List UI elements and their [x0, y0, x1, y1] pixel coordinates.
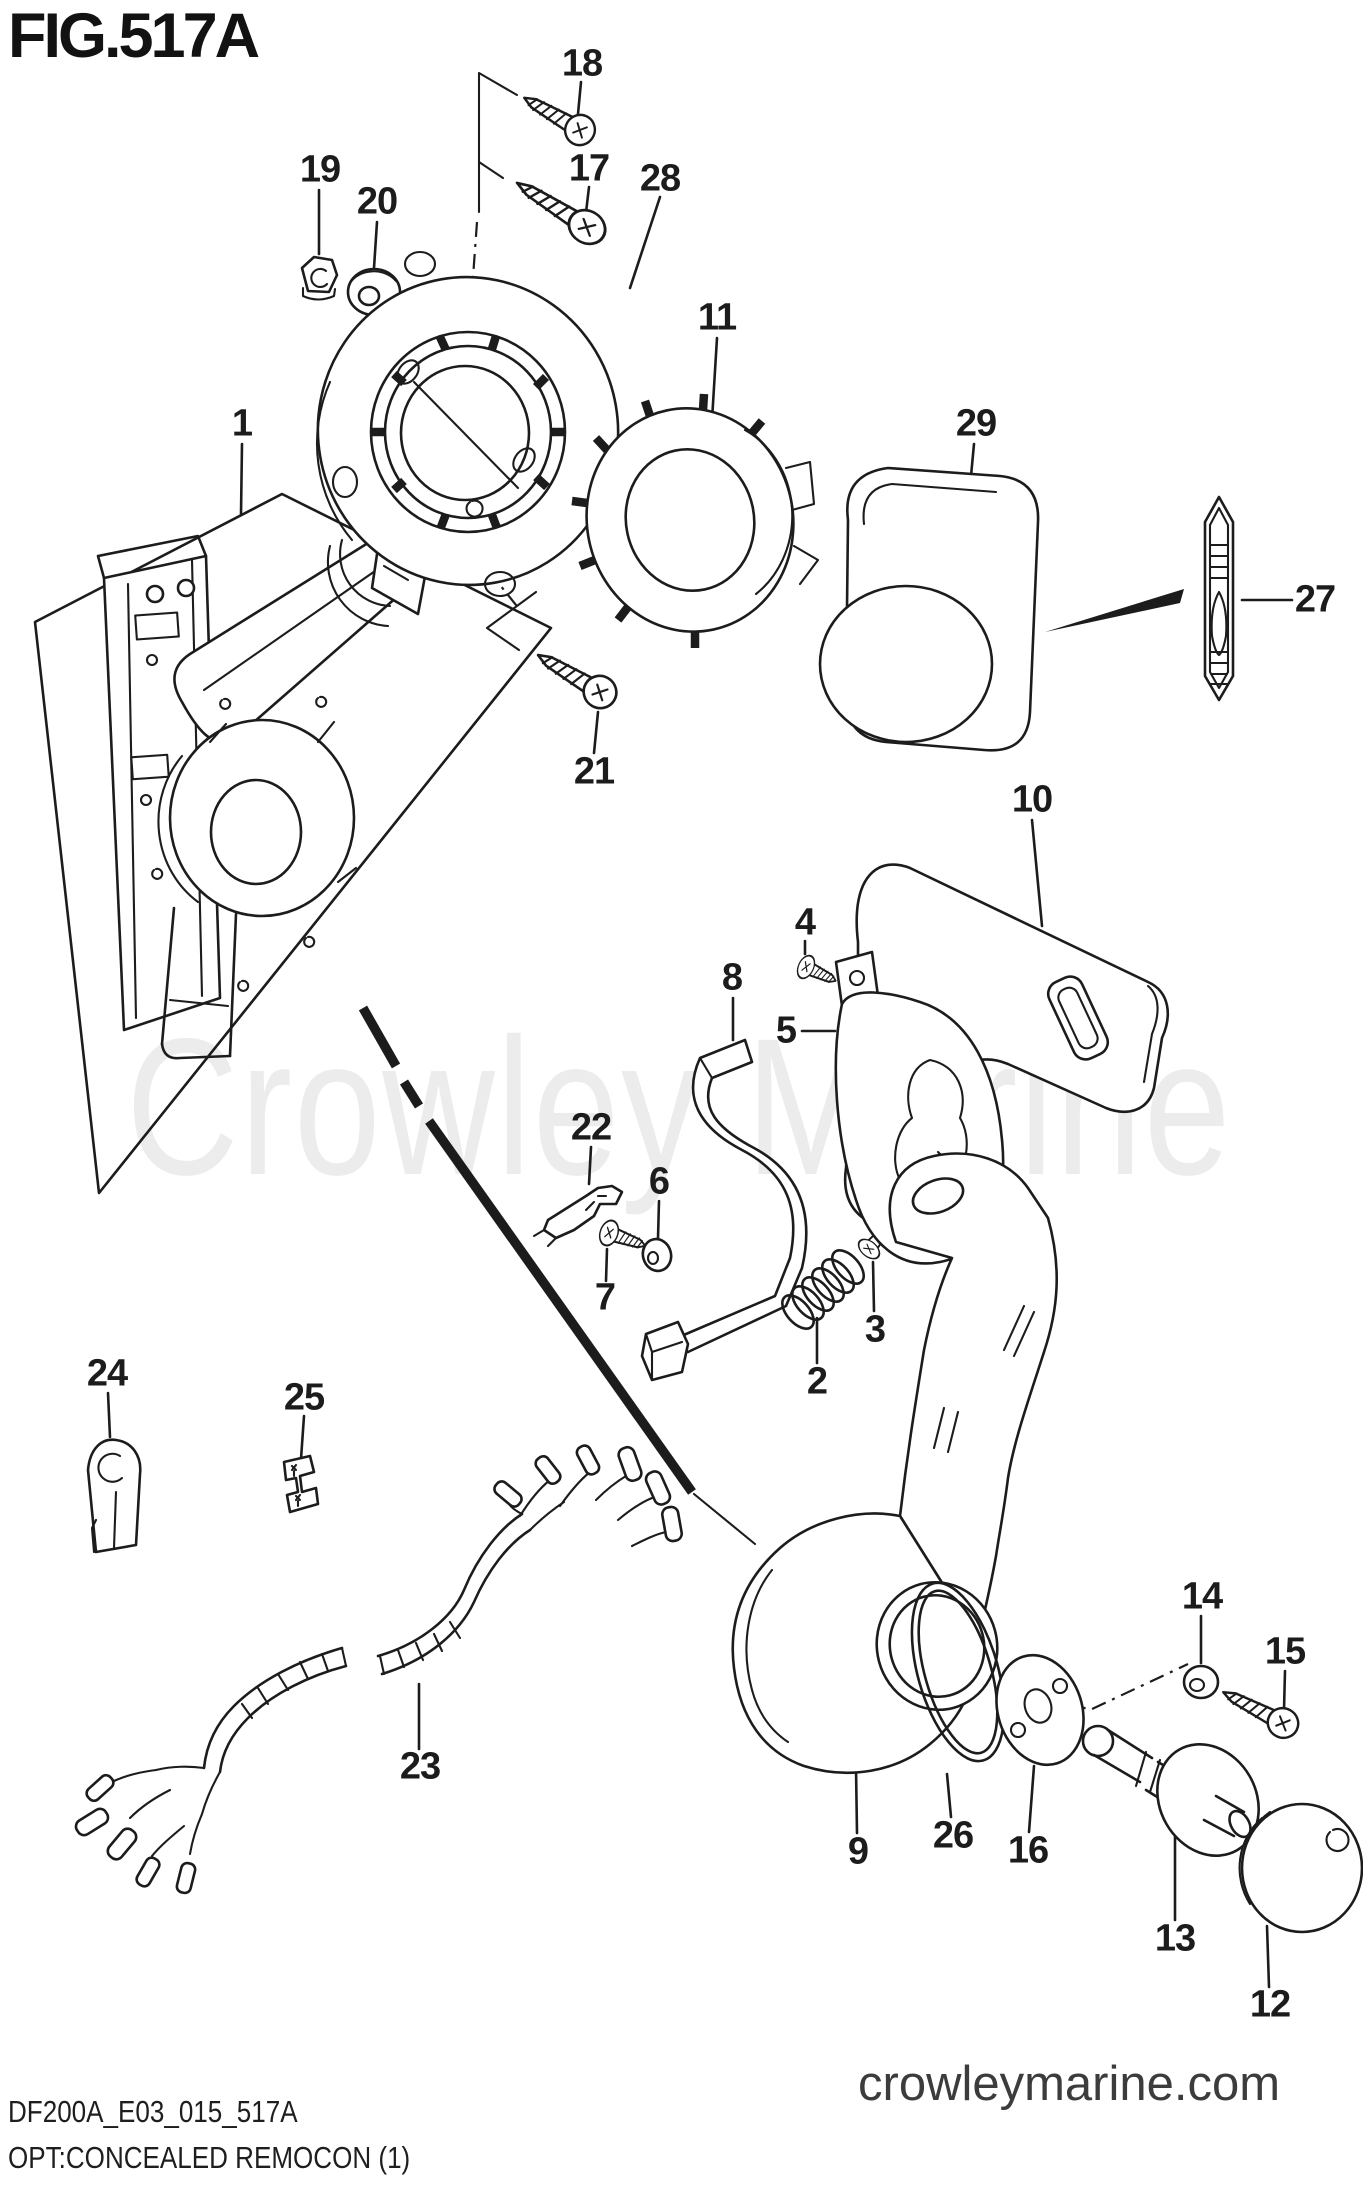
part-27-arrow	[1045, 589, 1184, 632]
callout-7[interactable]: 7	[594, 1276, 616, 1319]
part-6-washer	[641, 1237, 673, 1273]
part-1-remocon-assembly	[96, 530, 430, 1060]
part-28-mount-plate	[316, 250, 620, 628]
site-domain[interactable]: crowleymarine.com	[858, 2057, 1281, 2111]
part-2-spring	[781, 1249, 865, 1330]
drawing-code: DF200A_E03_015_517A	[8, 2094, 298, 2129]
part-27-trim	[1203, 495, 1235, 702]
callout-16[interactable]: 16	[1007, 1829, 1049, 1872]
part-29-panel	[818, 466, 1040, 752]
part-26-oring	[910, 1581, 1006, 1763]
part-13-shaft	[1081, 1724, 1260, 1857]
figure-title: FIG.517A	[8, 1, 260, 71]
callout-1[interactable]: 1	[231, 402, 253, 445]
callout-14[interactable]: 14	[1181, 1575, 1223, 1618]
callout-8[interactable]: 8	[721, 956, 743, 999]
part-8-bracket	[640, 1038, 808, 1382]
callout-12[interactable]: 12	[1249, 1983, 1291, 2026]
callout-13[interactable]: 13	[1154, 1917, 1196, 1960]
part-1-pointer-line	[358, 1005, 696, 1495]
callout-18[interactable]: 18	[561, 42, 603, 85]
callout-24[interactable]: 24	[86, 1352, 128, 1395]
callout-10[interactable]: 10	[1011, 778, 1053, 821]
callout-2[interactable]: 2	[806, 1360, 828, 1403]
callout-4[interactable]: 4	[794, 901, 816, 944]
callout-11[interactable]: 11	[697, 296, 737, 339]
callout-25[interactable]: 25	[283, 1376, 325, 1419]
callout-19[interactable]: 19	[299, 148, 341, 191]
part-24-cable-end	[86, 1438, 142, 1554]
callout-3[interactable]: 3	[864, 1308, 886, 1351]
part-11-lock-ring	[571, 393, 820, 648]
callout-23[interactable]: 23	[399, 1745, 441, 1788]
callout-21[interactable]: 21	[573, 750, 615, 793]
callout-28[interactable]: 28	[639, 157, 681, 200]
leader-lines	[106, 80, 1294, 1989]
option-note: OPT:CONCEALED REMOCON (1)	[8, 2140, 411, 2175]
part-12-knob	[1238, 1802, 1363, 1934]
callout-27[interactable]: 27	[1294, 578, 1336, 621]
part-25-clip	[282, 1454, 320, 1514]
callout-22[interactable]: 22	[570, 1106, 612, 1149]
callout-9[interactable]: 9	[847, 1830, 869, 1873]
callout-17[interactable]: 17	[568, 147, 610, 190]
callout-29[interactable]: 29	[955, 402, 997, 445]
part-9-lever-housing	[731, 1152, 1059, 1775]
part-16-disc	[995, 1653, 1085, 1767]
callout-6[interactable]: 6	[648, 1160, 670, 1203]
part-19-nut	[300, 255, 339, 301]
callout-20[interactable]: 20	[356, 180, 398, 223]
part-23-harness	[74, 1444, 684, 1895]
part-14-washer	[1182, 1664, 1220, 1700]
part-22-latch	[532, 1184, 624, 1248]
callout-15[interactable]: 15	[1264, 1630, 1306, 1673]
callout-26[interactable]: 26	[932, 1814, 974, 1857]
callout-5[interactable]: 5	[775, 1009, 797, 1052]
